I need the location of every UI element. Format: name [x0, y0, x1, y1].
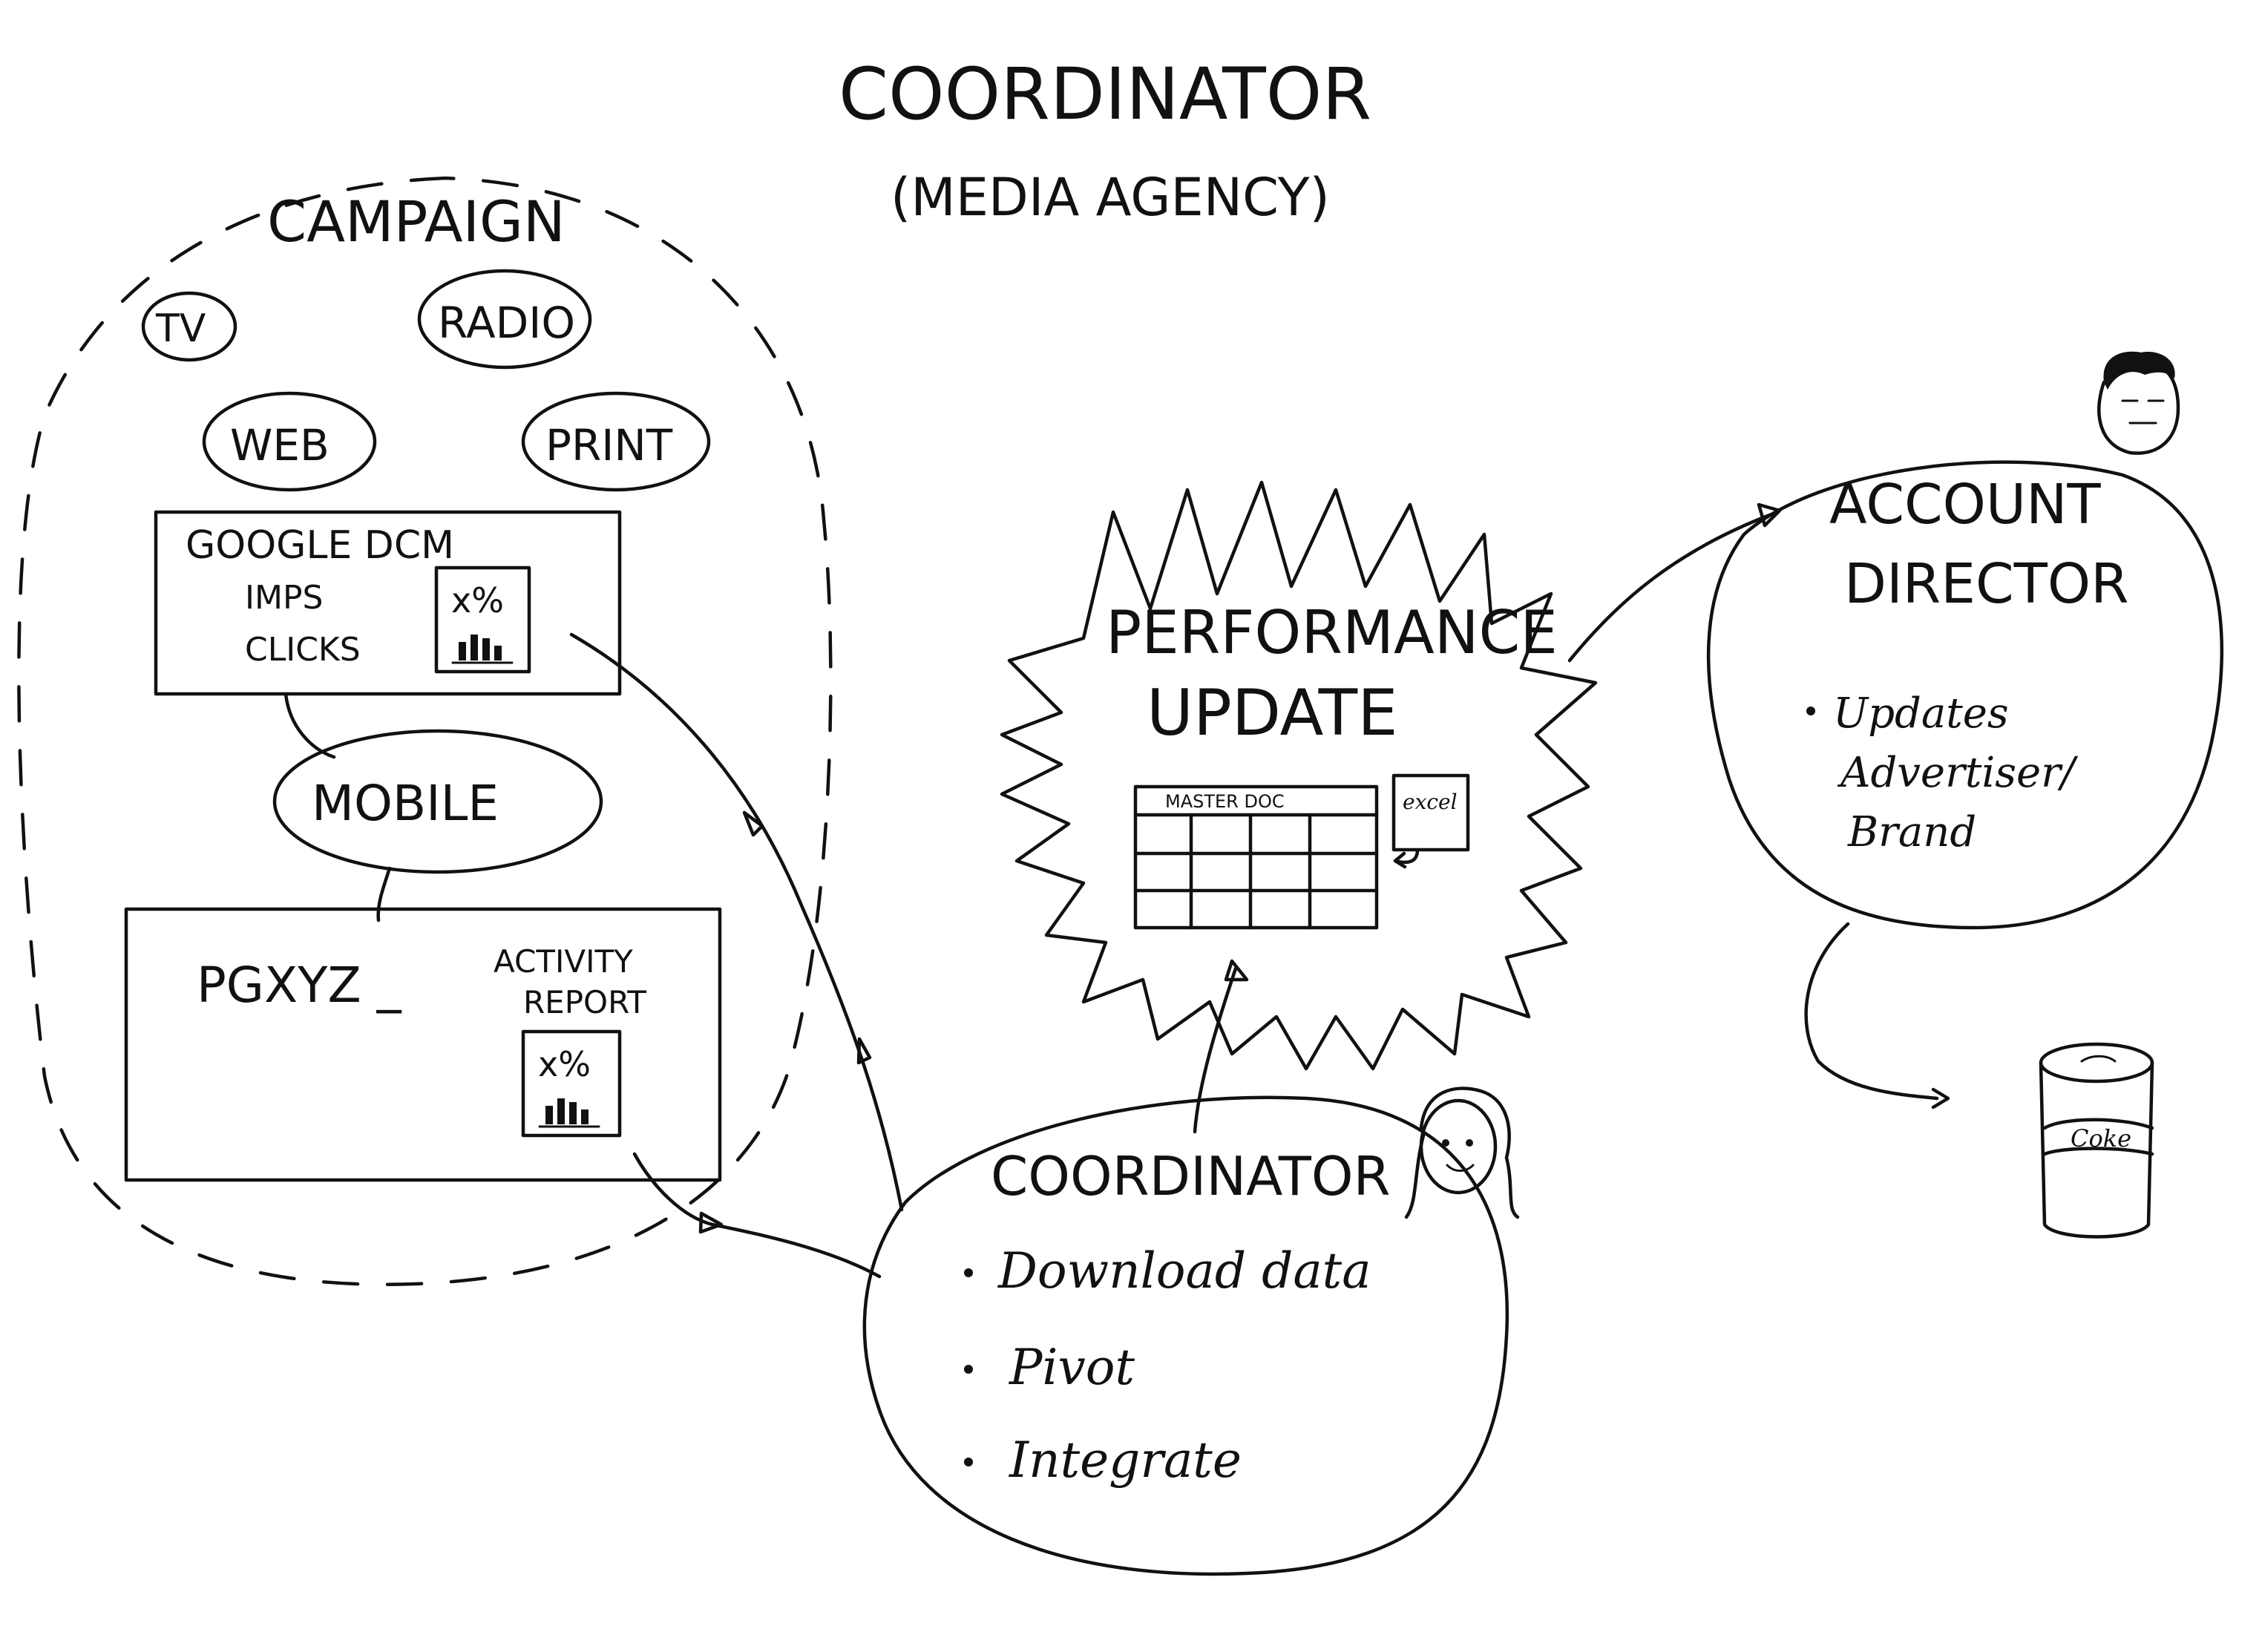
performance-title-line2: UPDATE — [1147, 676, 1398, 750]
activity-report-bar-icon — [538, 1098, 600, 1128]
coordinator-bullet-1: Download data — [997, 1242, 1371, 1299]
coordinator-bullet-2: Pivot — [1009, 1339, 1135, 1396]
account-director-avatar — [2097, 351, 2180, 455]
account-director-line2: DIRECTOR — [1844, 552, 2129, 616]
google-dcm-chart-label: x% — [451, 580, 504, 620]
google-dcm-title: GOOGLE DCM — [186, 523, 454, 568]
activity-report-chart-thumbnail — [521, 1029, 622, 1138]
coke-can-label: Coke — [2071, 1124, 2131, 1153]
coordinator-title: COORDINATOR — [991, 1145, 1391, 1207]
google-dcm-bar-icon — [451, 635, 514, 664]
account-director-bullet-line2: Advertiser/ — [1837, 749, 2079, 797]
activity-report-line2: REPORT — [523, 984, 646, 1020]
radio-bubble — [417, 269, 592, 370]
title-line1: COORDINATOR — [839, 53, 1371, 136]
radio-label: RADIO — [438, 298, 575, 348]
performance-to-director-arrow — [1567, 510, 1780, 663]
account-director-bubble — [1706, 460, 2224, 930]
mobile-bubble — [272, 729, 603, 874]
dcm-to-mobile-link — [283, 692, 336, 759]
account-director-bullet-line1: Updates — [1833, 689, 2009, 738]
master-doc-table — [1133, 784, 1379, 930]
account-director-line1: ACCOUNT — [1829, 473, 2101, 537]
coke-can-icon — [2039, 1042, 2154, 1239]
google-dcm-chart-thumbnail — [434, 566, 531, 674]
report-to-coordinator-arrow — [632, 1152, 882, 1279]
print-label: PRINT — [545, 420, 673, 471]
excel-file-icon — [1391, 773, 1470, 852]
dcm-arrowhead-1 — [742, 810, 764, 837]
mobile-to-pgxyz-link — [376, 866, 392, 922]
director-to-brand-arrow — [1804, 922, 1939, 1101]
coordinator-bullet-dot-2 — [964, 1365, 973, 1374]
performance-burst — [1000, 480, 1598, 1071]
mobile-label: MOBILE — [312, 775, 499, 832]
coordinator-avatar — [1404, 1086, 1520, 1219]
coordinator-bullet-dot-3 — [964, 1458, 973, 1466]
coordinator-bullet-3: Integrate — [1009, 1432, 1242, 1489]
excel-arrowhead — [1393, 851, 1407, 869]
google-dcm-clicks: CLICKS — [245, 631, 361, 669]
report-arrowhead — [698, 1211, 724, 1234]
account-director-bullet-line3: Brand — [1847, 808, 1976, 856]
performance-arrowhead — [1224, 959, 1249, 982]
campaign-label: CAMPAIGN — [267, 189, 566, 255]
performance-title-line1: PERFORMANCE — [1106, 598, 1558, 667]
director-arrowhead — [1757, 502, 1782, 528]
account-director-bullet-dot — [1806, 707, 1815, 715]
excel-label: excel — [1403, 790, 1458, 814]
pgxyz-box — [124, 907, 722, 1182]
activity-report-chart-label: x% — [538, 1044, 591, 1084]
tv-bubble — [141, 291, 237, 362]
google-dcm-box — [154, 510, 622, 696]
activity-report-line1: ACTIVITY — [494, 943, 633, 980]
tv-label: TV — [155, 307, 206, 351]
pgxyz-title: PGXYZ _ — [197, 957, 402, 1014]
coordinator-to-performance-arrow — [1193, 966, 1238, 1134]
web-bubble — [202, 391, 377, 492]
web-label: WEB — [230, 420, 330, 471]
coordinator-bullet-dot-1 — [964, 1268, 973, 1277]
dcm-arrowhead-2 — [856, 1037, 872, 1065]
campaign-boundary — [17, 176, 833, 1286]
master-doc-label: MASTER DOC — [1165, 791, 1285, 812]
dcm-to-coordinator-arrow — [569, 632, 904, 1212]
title-line2: (MEDIA AGENCY) — [891, 167, 1330, 228]
coordinator-bubble — [862, 1095, 1509, 1576]
google-dcm-imps: IMPS — [245, 579, 323, 617]
brand-arrowhead — [1931, 1087, 1950, 1109]
print-bubble — [521, 391, 711, 492]
